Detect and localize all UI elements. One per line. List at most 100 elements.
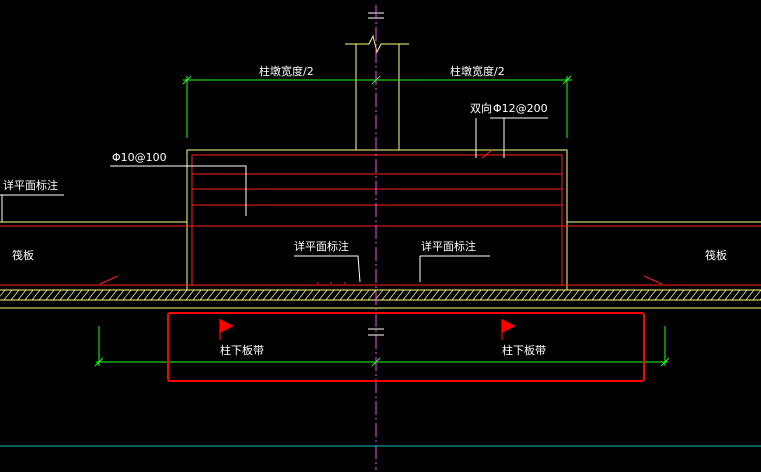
hatch-stroke <box>297 289 307 301</box>
hatch-stroke <box>661 289 671 301</box>
hatch-stroke <box>430 289 440 301</box>
hatch-stroke <box>437 289 447 301</box>
hatch-stroke <box>563 289 573 301</box>
hatch-stroke <box>409 289 419 301</box>
hatch-stroke <box>668 289 678 301</box>
hatch-stroke <box>500 289 510 301</box>
hatch-stroke <box>157 289 167 301</box>
hatch-stroke <box>136 289 146 301</box>
hatch-stroke <box>626 289 636 301</box>
hatch-stroke <box>640 289 650 301</box>
cushion-hatch <box>0 289 761 301</box>
hatch-stroke <box>689 289 699 301</box>
hatch-stroke <box>612 289 622 301</box>
hatch-stroke <box>178 289 188 301</box>
hatch-stroke <box>584 289 594 301</box>
hatch-stroke <box>101 289 111 301</box>
hatch-stroke <box>738 289 748 301</box>
hatch-stroke <box>332 289 342 301</box>
hatch-stroke <box>17 289 27 301</box>
label-strip-left[interactable]: 柱下板带 <box>220 343 264 357</box>
hatch-stroke <box>752 289 761 301</box>
hatch-stroke <box>388 289 398 301</box>
hatch-stroke <box>514 289 524 301</box>
label-see-plan-right: 详平面标注 <box>421 239 476 253</box>
hatch-stroke <box>549 289 559 301</box>
hatch-stroke <box>423 289 433 301</box>
hatch-stroke <box>346 289 356 301</box>
hatch-stroke <box>710 289 720 301</box>
label-see-plan-mid: 详平面标注 <box>294 239 349 253</box>
hatch-stroke <box>717 289 727 301</box>
hatch-stroke <box>353 289 363 301</box>
pier-outline <box>186 149 568 291</box>
label-strip-right[interactable]: 柱下板带 <box>502 343 546 357</box>
hatch-stroke <box>108 289 118 301</box>
hatch-stroke <box>10 289 20 301</box>
hatch-stroke <box>276 289 286 301</box>
flag-icon[interactable] <box>219 319 234 340</box>
break-line-icon <box>368 328 384 336</box>
hatch-stroke <box>3 289 13 301</box>
label-rebar-top: Φ12@200 <box>493 102 548 115</box>
hatch-stroke <box>360 289 370 301</box>
hatch-stroke <box>24 289 34 301</box>
hatch-stroke <box>381 289 391 301</box>
hatch-stroke <box>283 289 293 301</box>
label-col-half-width-right: 柱墩宽度/2 <box>450 64 505 78</box>
hatch-stroke <box>458 289 468 301</box>
hatch-stroke <box>647 289 657 301</box>
hatch-stroke <box>444 289 454 301</box>
hatch-stroke <box>682 289 692 301</box>
label-col-half-width-left: 柱墩宽度/2 <box>259 64 314 78</box>
hatch-stroke <box>633 289 643 301</box>
hatch-stroke <box>59 289 69 301</box>
hatch-stroke <box>143 289 153 301</box>
hatch-stroke <box>66 289 76 301</box>
hatch-stroke <box>52 289 62 301</box>
hatch-stroke <box>591 289 601 301</box>
hatch-stroke <box>339 289 349 301</box>
label-raft-right: 筏板 <box>705 248 727 262</box>
hatch-stroke <box>675 289 685 301</box>
hatch-stroke <box>528 289 538 301</box>
hatch-stroke <box>45 289 55 301</box>
hatch-stroke <box>304 289 314 301</box>
hatch-stroke <box>577 289 587 301</box>
rebar-lines <box>0 149 761 286</box>
selection-highlight-box[interactable] <box>167 312 645 382</box>
dimension-lines <box>94 75 670 367</box>
hatch-stroke <box>115 289 125 301</box>
hatch-stroke <box>311 289 321 301</box>
hatch-stroke <box>507 289 517 301</box>
label-see-plan-left: 详平面标注 <box>3 178 58 192</box>
hatch-stroke <box>472 289 482 301</box>
hatch-stroke <box>521 289 531 301</box>
hatch-stroke <box>31 289 41 301</box>
hatch-stroke <box>619 289 629 301</box>
hatch-stroke <box>227 289 237 301</box>
hatch-stroke <box>556 289 566 301</box>
hatch-stroke <box>479 289 489 301</box>
hatch-stroke <box>570 289 580 301</box>
hatch-stroke <box>150 289 160 301</box>
hatch-stroke <box>465 289 475 301</box>
label-raft-left: 筏板 <box>12 248 34 262</box>
hatch-stroke <box>696 289 706 301</box>
flag-icon[interactable] <box>501 319 516 340</box>
column-stub <box>345 34 409 150</box>
hatch-stroke <box>94 289 104 301</box>
hatch-stroke <box>241 289 251 301</box>
hatch-stroke <box>213 289 223 301</box>
hatch-stroke <box>164 289 174 301</box>
hatch-stroke <box>542 289 552 301</box>
hatch-stroke <box>367 289 377 301</box>
label-rebar-side: Φ10@100 <box>112 151 167 164</box>
hatch-stroke <box>262 289 272 301</box>
hatch-stroke <box>129 289 139 301</box>
hatch-stroke <box>493 289 503 301</box>
hatch-stroke <box>318 289 328 301</box>
hatch-stroke <box>255 289 265 301</box>
hatch-stroke <box>206 289 216 301</box>
